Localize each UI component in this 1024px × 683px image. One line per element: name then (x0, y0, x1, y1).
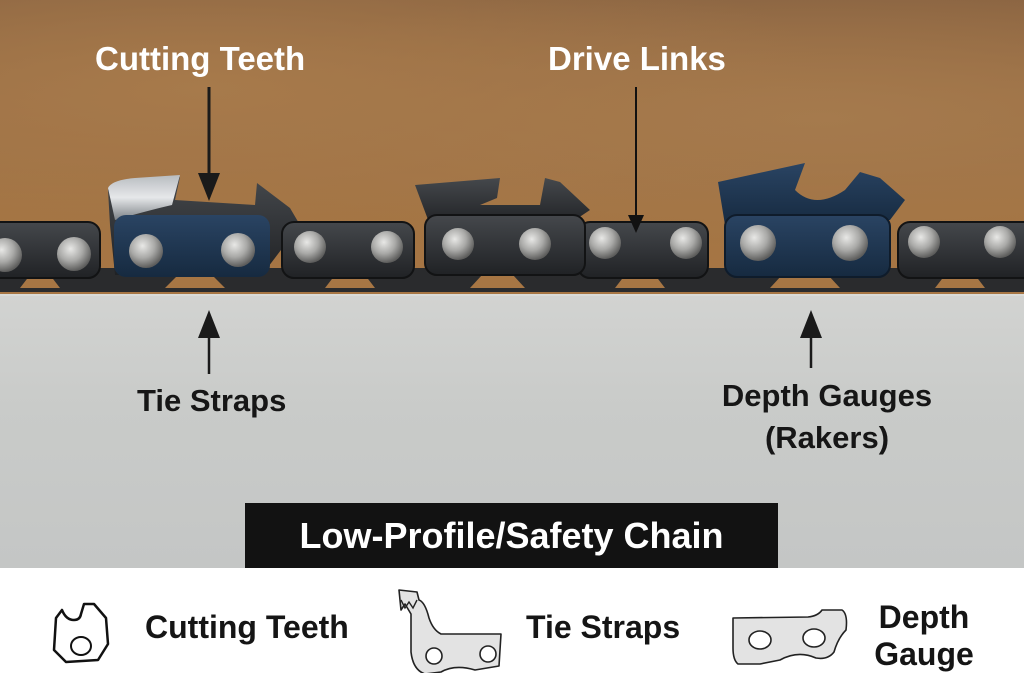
depth-gauges-label: Depth Gauges (Rakers) (709, 375, 945, 459)
depth-gauges-arrow-icon (800, 310, 822, 368)
cutting-teeth-label: Cutting Teeth (95, 40, 306, 77)
rivets (0, 225, 1016, 272)
chain-type-title: Low-Profile/Safety Chain (299, 514, 724, 556)
tie-strap-shape-icon (398, 589, 502, 673)
legend-depth-gauge-line-2: Gauge (874, 636, 974, 672)
cutter-link-3 (718, 163, 905, 278)
depth-gauges-label-line-2: (Rakers) (764, 420, 890, 455)
tie-straps-label: Tie Straps (137, 383, 287, 418)
tie-straps-arrow-icon (198, 310, 220, 374)
cutter-link-2 (415, 178, 590, 276)
legend-depth-gauge-text: Depth Gauge (868, 599, 980, 673)
legend: Cutting Teeth Tie Straps Depth Gauge (0, 568, 1024, 683)
depth-gauges-label-line-1: Depth Gauges (721, 378, 933, 413)
chain-photo: Cutting Teeth Drive Links Tie Straps Dep… (0, 0, 1024, 568)
drive-links-label: Drive Links (548, 40, 726, 77)
cutting-teeth-arrow-icon (198, 87, 220, 201)
chain-type-banner: Low-Profile/Safety Chain (245, 503, 778, 568)
legend-tie-straps-text: Tie Straps (526, 609, 681, 645)
cutting-tooth-outline-icon (52, 602, 110, 664)
saw-chain (0, 163, 1024, 292)
legend-cutting-teeth-text: Cutting Teeth (145, 609, 349, 645)
depth-gauge-shape-icon (732, 609, 848, 665)
drive-links-arrow-icon (628, 87, 644, 233)
legend-depth-gauge-line-1: Depth (878, 599, 970, 635)
